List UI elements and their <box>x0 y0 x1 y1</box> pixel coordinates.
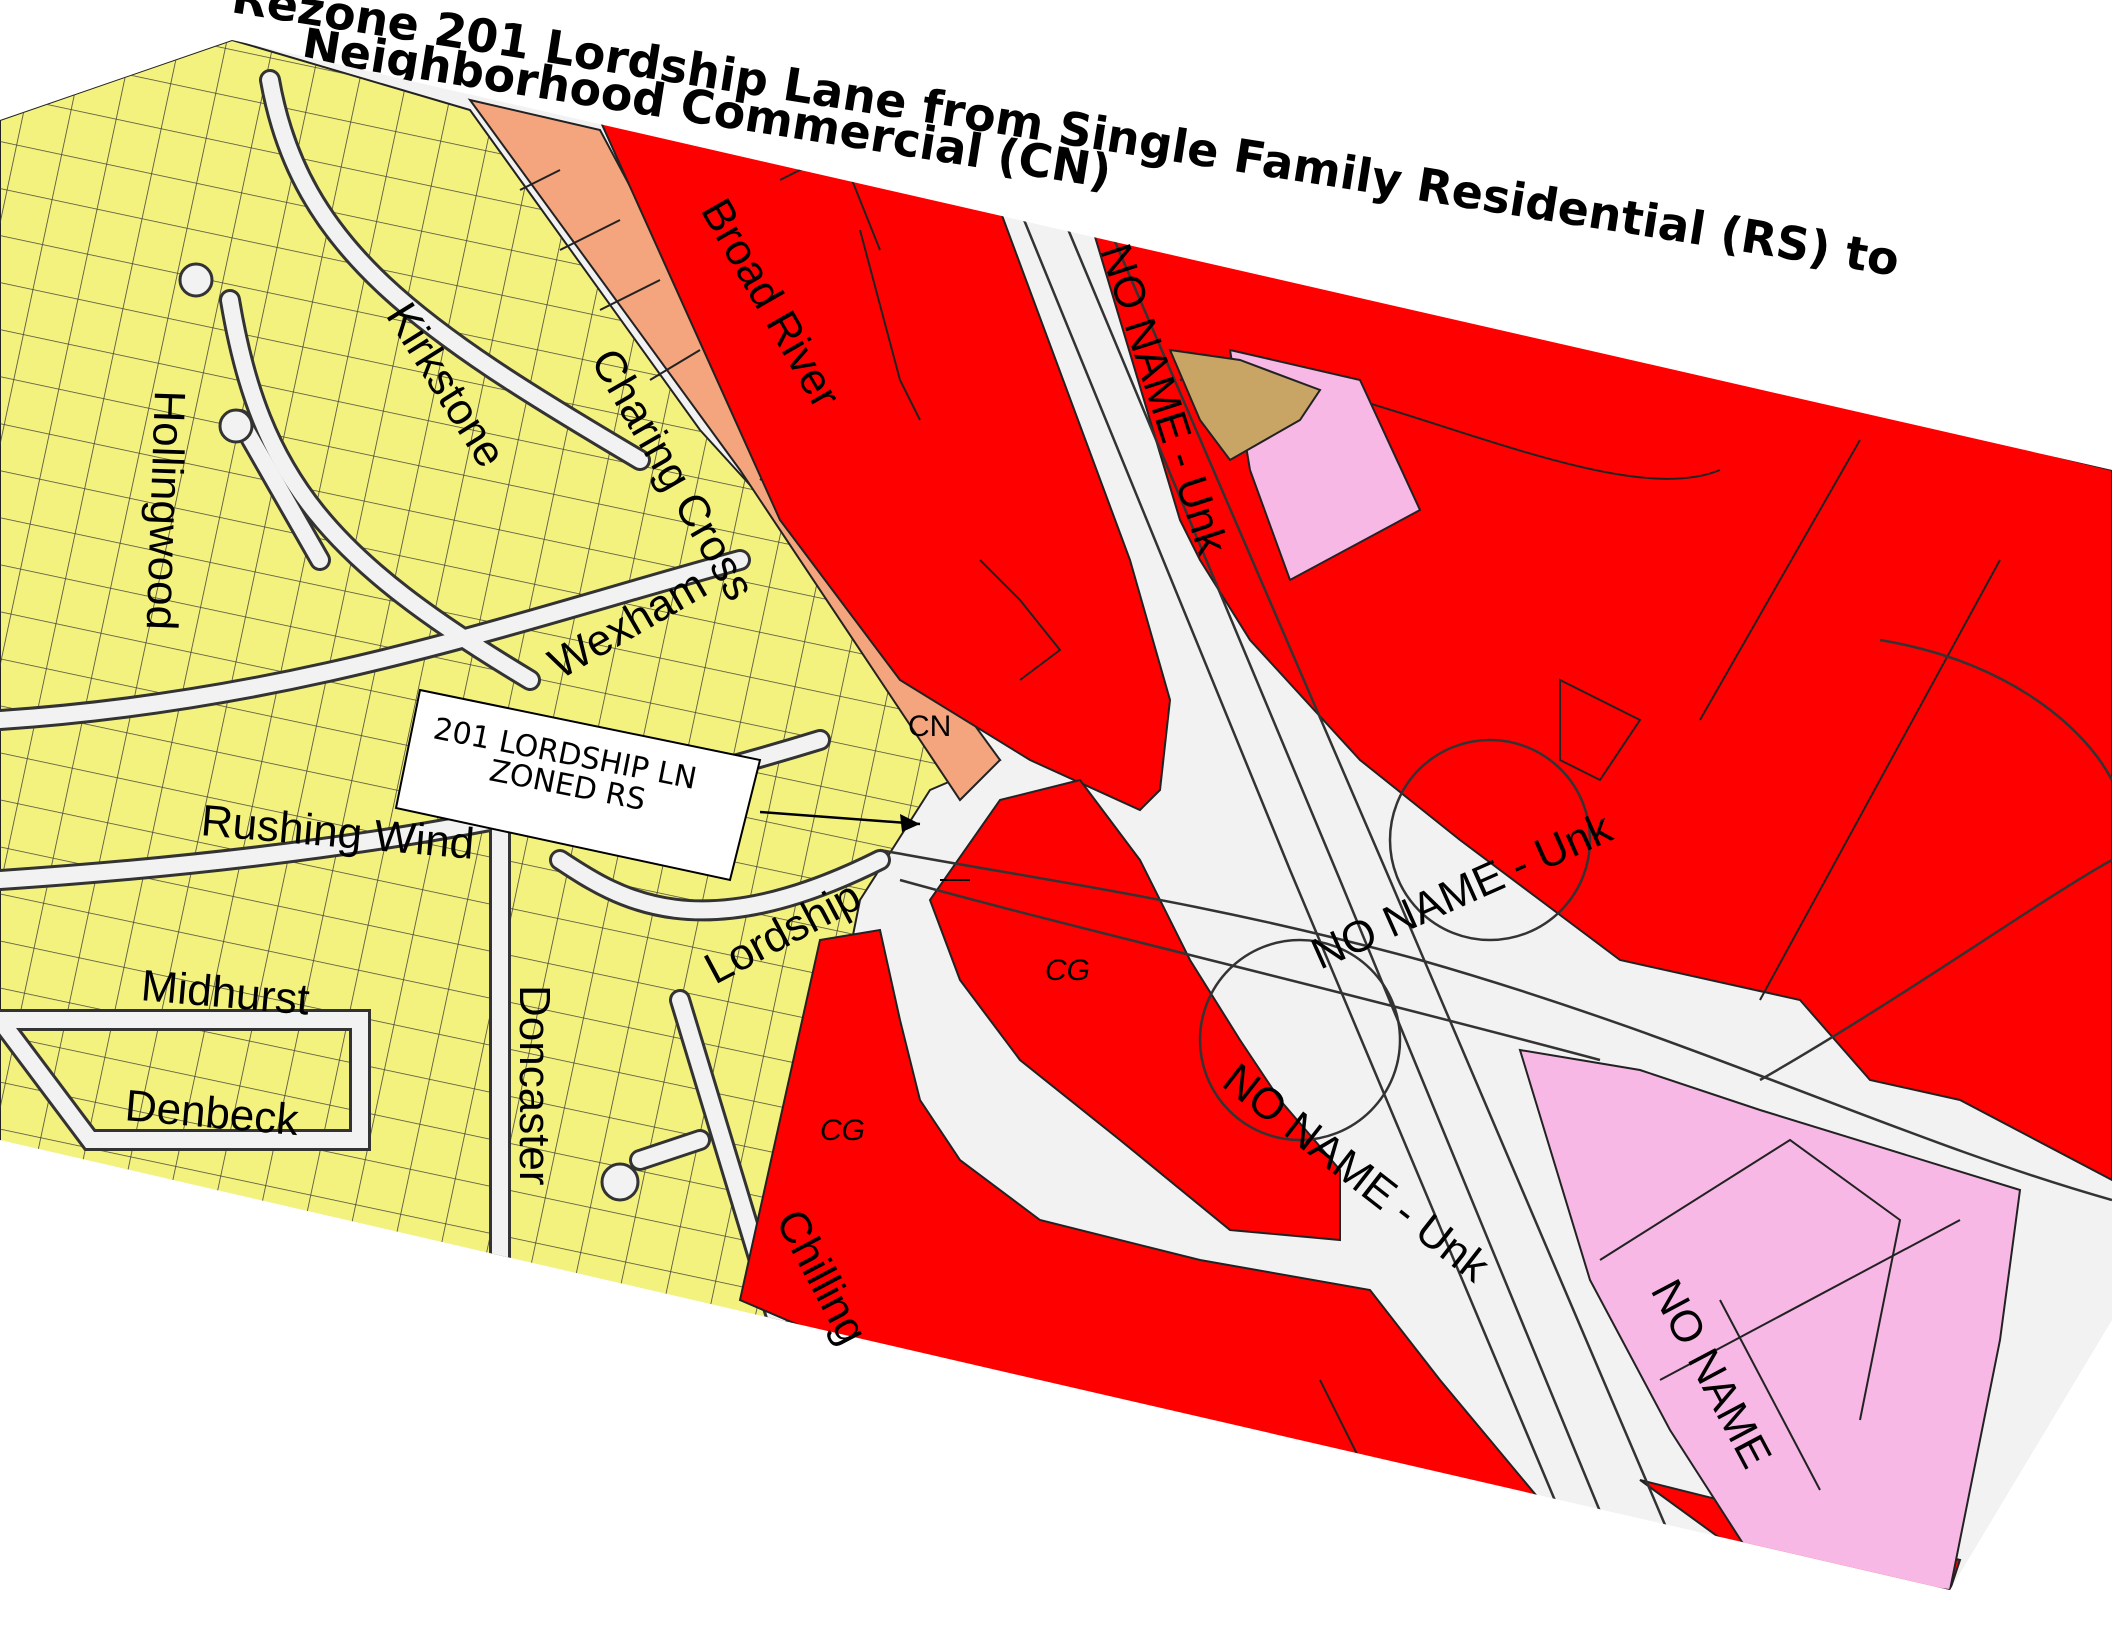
callout-arrow <box>759 810 921 826</box>
zone-label-cg-south: CG <box>820 1114 865 1147</box>
zone-label-cg-north: CG <box>1045 954 1090 987</box>
street-label-doncaster: Doncaster <box>510 985 559 1186</box>
property-callout: 201 LORDSHIP LN ZONED RS <box>394 688 970 882</box>
zone-tan <box>1168 348 1322 462</box>
zone-pink-south <box>1518 1048 2022 1590</box>
street-label-left-edge: Hollingwood <box>137 390 194 631</box>
zone-label-cn: CN <box>908 710 951 743</box>
highway-lines <box>879 209 2112 1561</box>
